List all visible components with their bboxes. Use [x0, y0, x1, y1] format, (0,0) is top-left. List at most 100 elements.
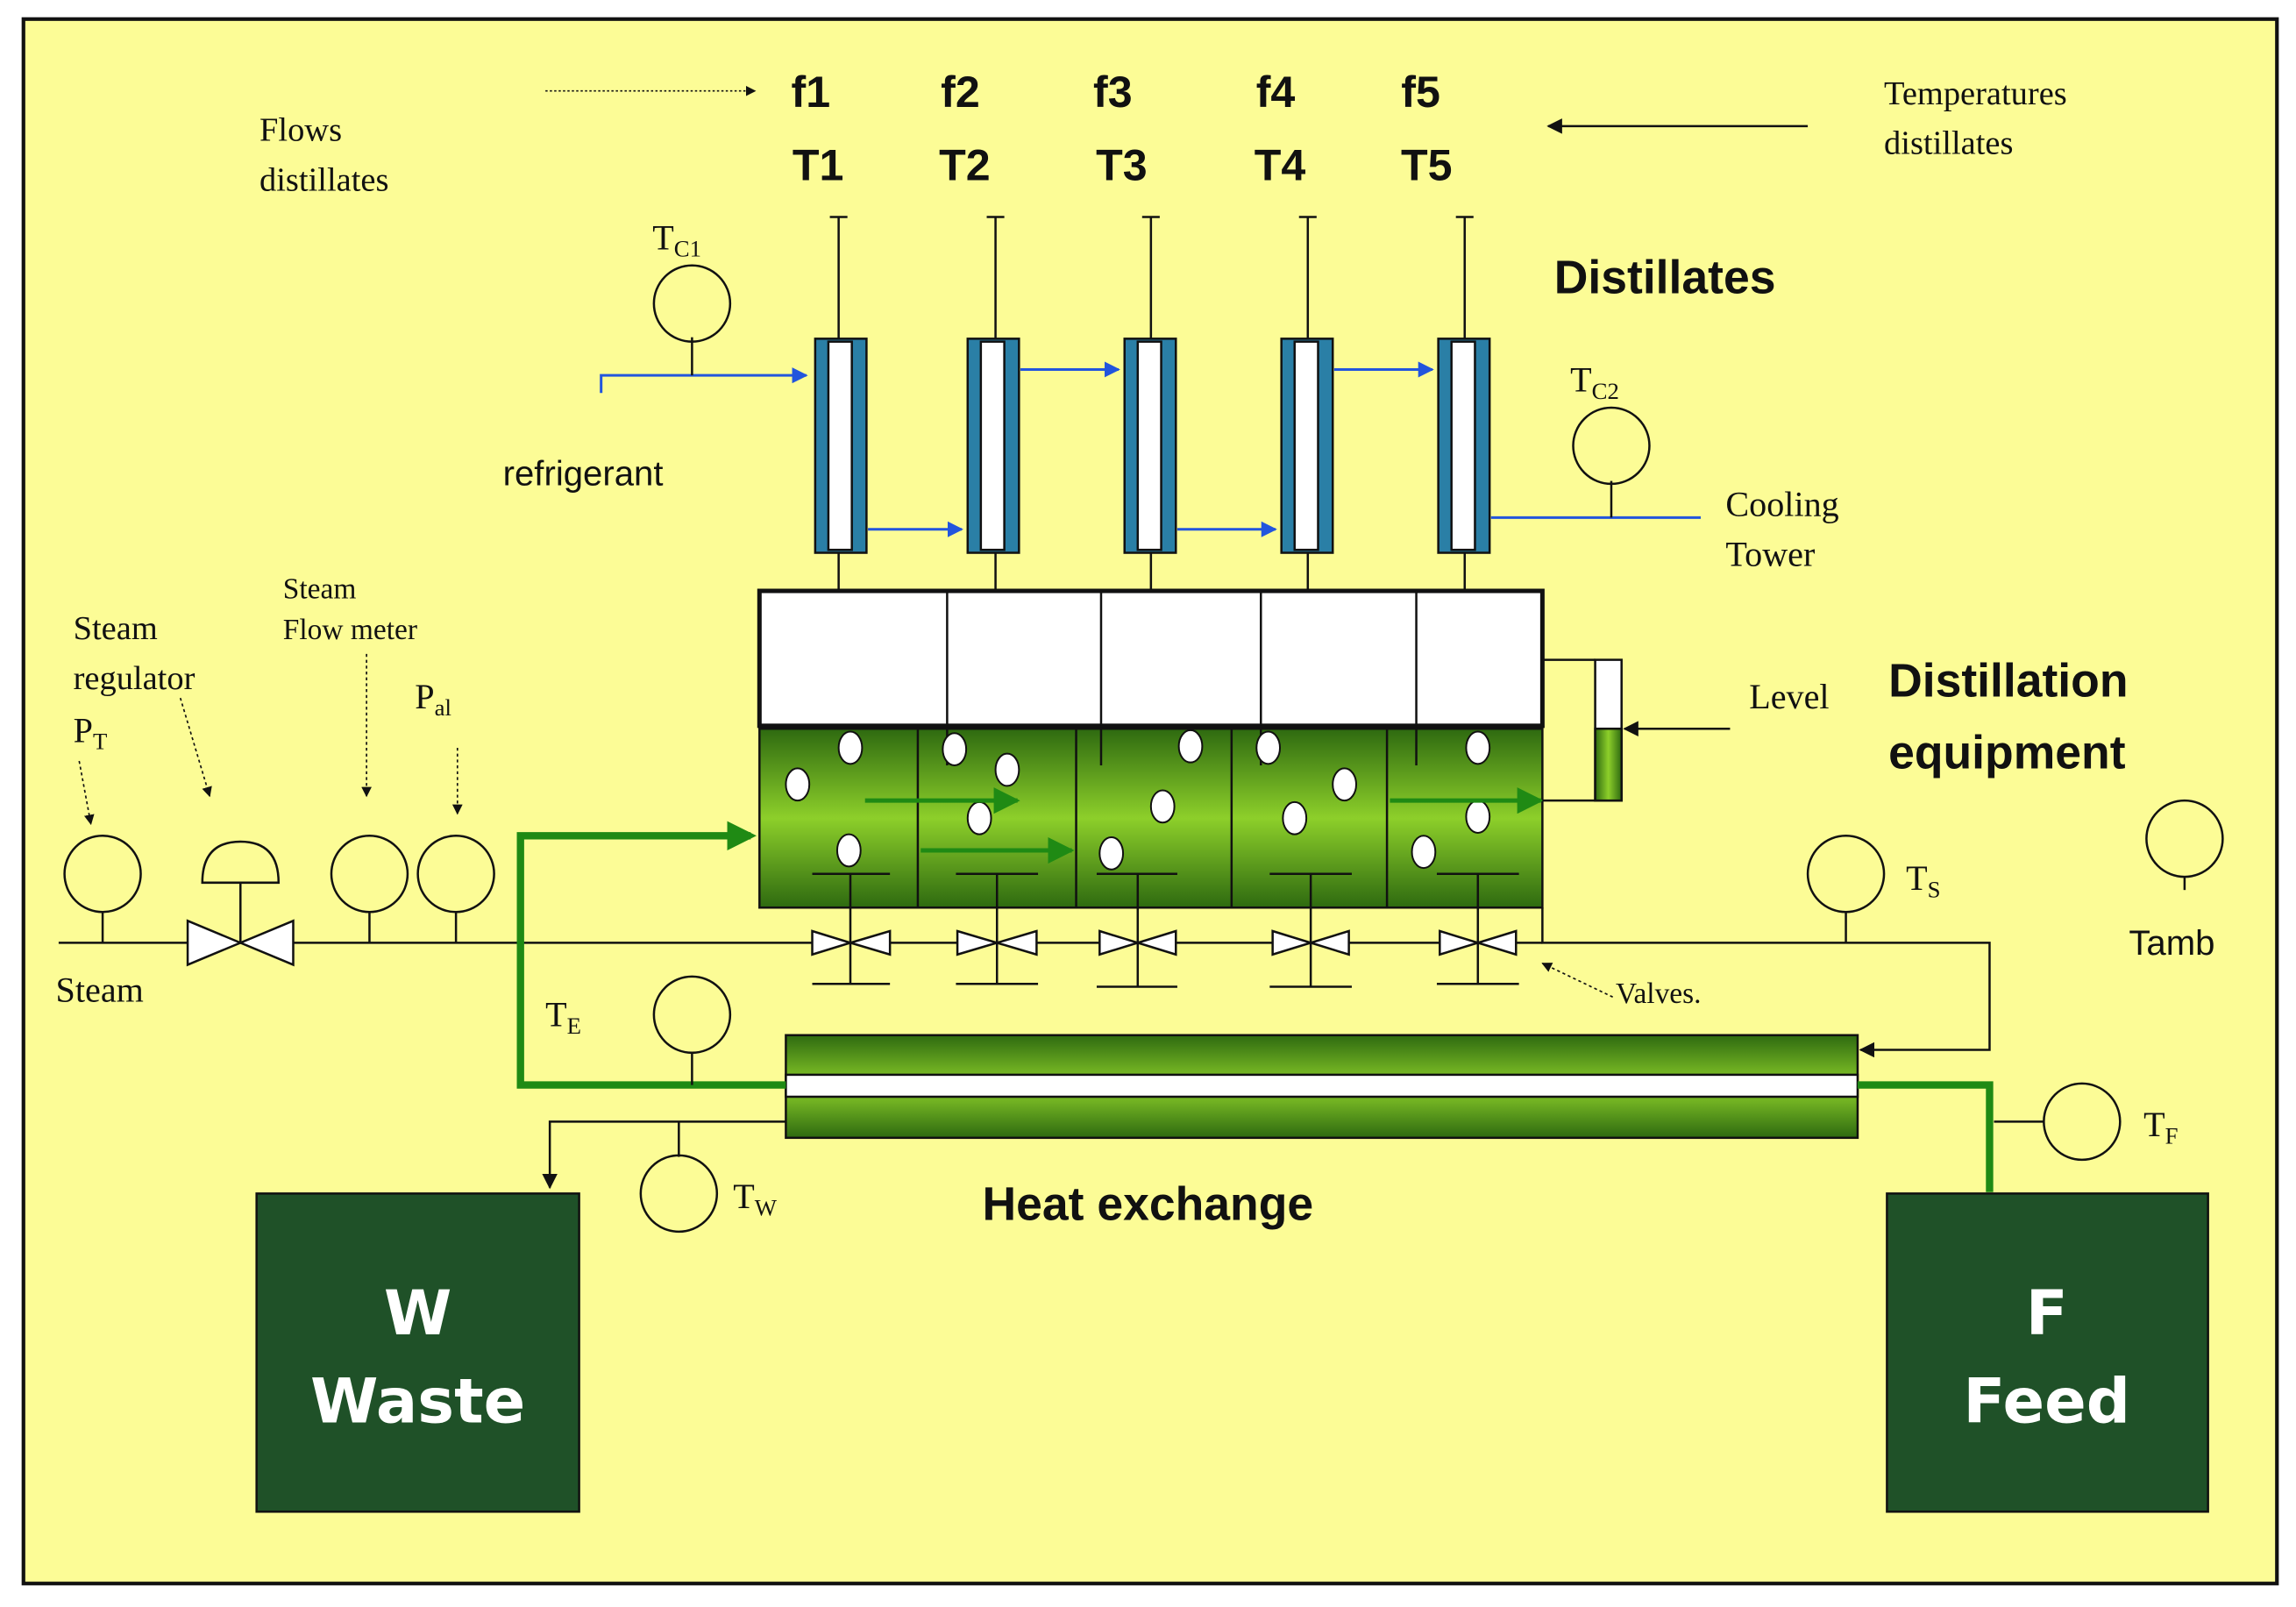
flows-label-line1: Flows [259, 112, 342, 149]
svg-text:PT: PT [74, 710, 108, 754]
flow-label-f4: f4 [1256, 68, 1296, 117]
tw-subscript: W [755, 1194, 778, 1220]
sensor-tamb: Tamb [2129, 799, 2224, 963]
condenser-1 [814, 338, 868, 554]
drain-valve-3 [1096, 872, 1177, 988]
ts-label: T [1906, 858, 1928, 898]
waste-tank: W Waste [255, 1192, 580, 1513]
waste-tank-name: Waste [310, 1365, 525, 1437]
level-label: Level [1749, 677, 1829, 716]
distillates-title: Distillates [1554, 252, 1776, 303]
condenser-column-connectors [837, 552, 1466, 591]
svg-text:TE: TE [545, 995, 581, 1039]
distillation-equipment-label: Distillation equipment [1888, 655, 2128, 779]
column-bubbles [785, 729, 1491, 871]
tc2-subscript: C2 [1592, 378, 1619, 404]
sensor-tc2: TC2 [1570, 360, 1651, 518]
refrigerant-label: refrigerant [503, 454, 664, 494]
temperature-label-t2: T2 [939, 141, 991, 190]
feed-inlet-pipe [1857, 1081, 1994, 1192]
temperatures-label-line1: Temperatures [1884, 75, 2067, 112]
steam-flow-meter-line1: Steam [283, 572, 357, 605]
svg-text:Pal: Pal [415, 677, 451, 721]
svg-text:TC1: TC1 [652, 217, 701, 261]
flow-label-f3: f3 [1093, 68, 1133, 117]
sensor-pal: Pal [415, 677, 495, 943]
column-drain-valves [811, 872, 1519, 988]
steam-regulator-line2: regulator [74, 660, 195, 697]
feed-tank: F Feed [1886, 1192, 2209, 1513]
sensor-tc1: TC1 [652, 217, 732, 376]
valves-pointer [1541, 963, 1614, 999]
heat-exchange-label: Heat exchange [983, 1178, 1314, 1230]
pal-subscript: al [435, 694, 451, 721]
steam-flow-meter [330, 835, 409, 943]
sensor-tw: TW [639, 1121, 778, 1234]
svg-text:TF: TF [2143, 1105, 2178, 1148]
temperatures-distillates-label: Temperatures distillates [1884, 75, 2067, 162]
svg-text:TS: TS [1906, 858, 1940, 902]
sensor-te: TE [545, 975, 732, 1085]
temperatures-label-line2: distillates [1884, 125, 2013, 162]
waste-outlet-line [542, 1120, 786, 1190]
feed-tank-name: Feed [1963, 1365, 2130, 1437]
te-subscript: E [567, 1013, 581, 1039]
sensor-ts: TS [1806, 835, 1941, 943]
tc1-subscript: C1 [674, 236, 701, 262]
pt-subscript: T [93, 729, 107, 755]
tf-label: T [2143, 1105, 2165, 1144]
steam-flow-meter-label: Steam Flow meter [283, 572, 417, 646]
tamb-label: Tamb [2129, 923, 2214, 963]
pal-label: P [415, 677, 434, 716]
refrigerant-circuit [600, 361, 1701, 537]
flow-label-f5: f5 [1401, 68, 1440, 117]
pt-label: P [74, 710, 93, 750]
distillate-outlet-lines [829, 216, 1474, 341]
valves-label: Valves. [1616, 978, 1702, 1010]
column-internal-flow [864, 787, 1544, 864]
flow-label-f1: f1 [792, 68, 831, 117]
te-label: T [545, 995, 567, 1035]
steam-regulator-label: Steam regulator [74, 610, 195, 697]
flow-label-f2: f2 [941, 68, 980, 117]
flows-distillates-label: Flows distillates [259, 112, 388, 199]
condenser-5 [1437, 338, 1491, 554]
tc1-label: T [652, 217, 674, 257]
column-liquid-section [758, 727, 1544, 909]
steam-label: Steam [56, 970, 144, 1009]
waste-tank-letter: W [384, 1277, 451, 1349]
distillation-column [757, 588, 1545, 909]
cooling-tower-label: Cooling Tower [1725, 485, 1838, 574]
distillation-equipment-line1: Distillation [1888, 655, 2128, 707]
drain-valve-1 [811, 872, 892, 985]
temperature-label-t3: T3 [1096, 141, 1148, 190]
cooling-tower-line2: Tower [1725, 535, 1816, 574]
residue-return-line [1541, 907, 1991, 1058]
feed-preheated-pipe [516, 821, 786, 1089]
steam-regulator-line1: Steam [74, 610, 158, 647]
steam-regulator-valve [186, 840, 295, 967]
tw-label: T [733, 1177, 755, 1216]
drain-valve-4 [1269, 872, 1352, 988]
tc2-label: T [1570, 360, 1592, 400]
level-gauge [1542, 658, 1731, 802]
flows-label-line2: distillates [259, 161, 388, 198]
svg-text:TW: TW [733, 1177, 778, 1220]
distillation-equipment-line2: equipment [1888, 727, 2126, 779]
column-vapor-section [757, 588, 1545, 729]
temperature-label-t1: T1 [793, 141, 844, 190]
cooling-tower-line1: Cooling [1725, 485, 1838, 524]
drain-valve-5 [1436, 872, 1519, 985]
feed-tank-letter: F [2026, 1277, 2068, 1349]
steam-flow-meter-line2: Flow meter [283, 614, 417, 646]
temperature-label-t4: T4 [1255, 141, 1306, 190]
svg-text:TC2: TC2 [1570, 360, 1619, 404]
heat-exchanger [785, 1034, 1859, 1140]
sensor-tf: TF [1994, 1082, 2178, 1162]
ts-subscript: S [1928, 877, 1941, 903]
tf-subscript: F [2165, 1123, 2179, 1149]
condenser-2 [966, 338, 1020, 554]
condenser-3 [1123, 338, 1177, 554]
drain-valve-2 [956, 872, 1039, 985]
